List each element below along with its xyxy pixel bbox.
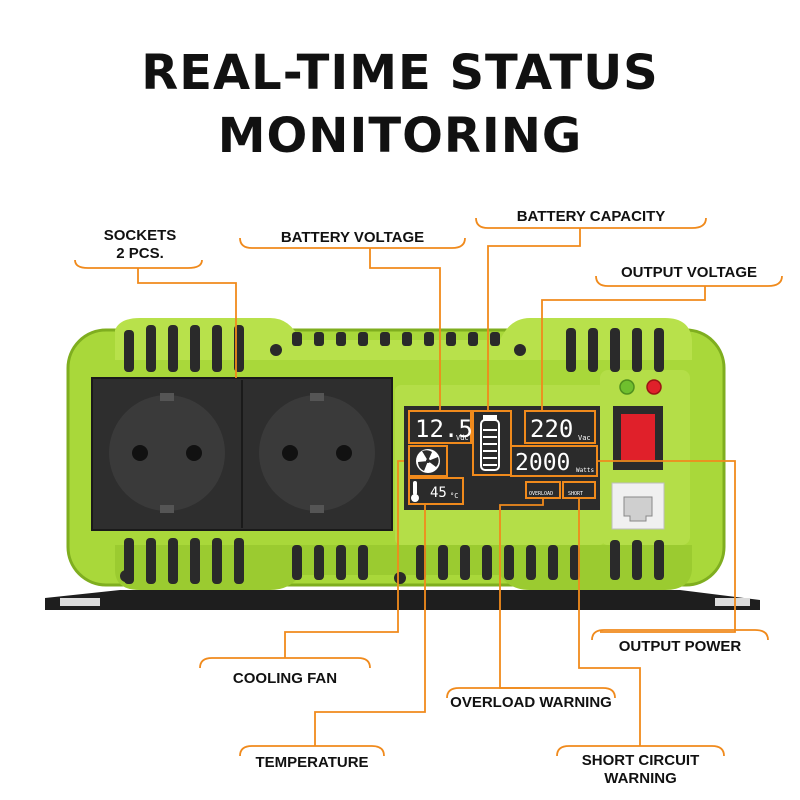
mounting-bracket: [45, 590, 760, 610]
temperature-readout: 45: [430, 485, 447, 501]
label-short-circuit-warning: SHORT CIRCUIT WARNING: [557, 752, 724, 788]
battery-voltage-readout: 12.5: [415, 415, 473, 443]
output-voltage-readout: 220: [530, 415, 573, 443]
label-short-circuit-line-2: WARNING: [604, 770, 677, 787]
label-battery-voltage: BATTERY VOLTAGE: [280, 229, 425, 246]
page-title-line-2: MONITORING: [217, 108, 583, 164]
rj45-port-icon[interactable]: [611, 482, 665, 530]
label-temperature: TEMPERATURE: [255, 754, 369, 771]
label-sockets-count: 2 PCS.: [116, 245, 164, 262]
bottom-vents: [120, 538, 664, 584]
sockets-panel: [91, 377, 393, 531]
battery-icon: [480, 415, 500, 471]
label-battery-capacity: BATTERY CAPACITY: [516, 208, 666, 225]
control-panel: [611, 379, 665, 530]
socket-icon: [109, 393, 225, 513]
fan-icon: [416, 449, 440, 473]
top-vents: [124, 325, 664, 372]
power-switch-icon[interactable]: [613, 406, 663, 470]
short-indicator-text: SHORT: [568, 491, 583, 497]
socket-icon: [259, 393, 375, 513]
label-output-power: OUTPUT POWER: [618, 638, 742, 655]
lcd-display: 12.5 Vdc 220 Vac 2000 Watts: [404, 406, 600, 510]
temperature-unit: °C: [450, 492, 458, 500]
overload-indicator-text: OVERLOAD: [529, 491, 553, 497]
output-power-unit: Watts: [576, 467, 594, 474]
output-voltage-unit: Vac: [578, 434, 591, 442]
label-sockets: SOCKETS 2 PCS.: [88, 227, 192, 263]
thermometer-icon: [411, 481, 419, 502]
callout-lines: [74, 217, 783, 757]
label-cooling-fan: COOLING FAN: [232, 670, 338, 687]
power-led: [619, 379, 635, 395]
output-power-readout: 2000: [515, 450, 570, 476]
label-sockets-line-1: SOCKETS: [103, 227, 177, 244]
fault-led: [646, 379, 662, 395]
label-output-voltage: OUTPUT VOLTAGE: [620, 264, 758, 281]
page-title-line-1: REAL-TIME STATUS: [141, 45, 659, 101]
label-overload-warning: OVERLOAD WARNING: [450, 694, 612, 711]
label-short-circuit-line-1: SHORT CIRCUIT: [581, 752, 700, 769]
battery-voltage-unit: Vdc: [456, 434, 469, 442]
